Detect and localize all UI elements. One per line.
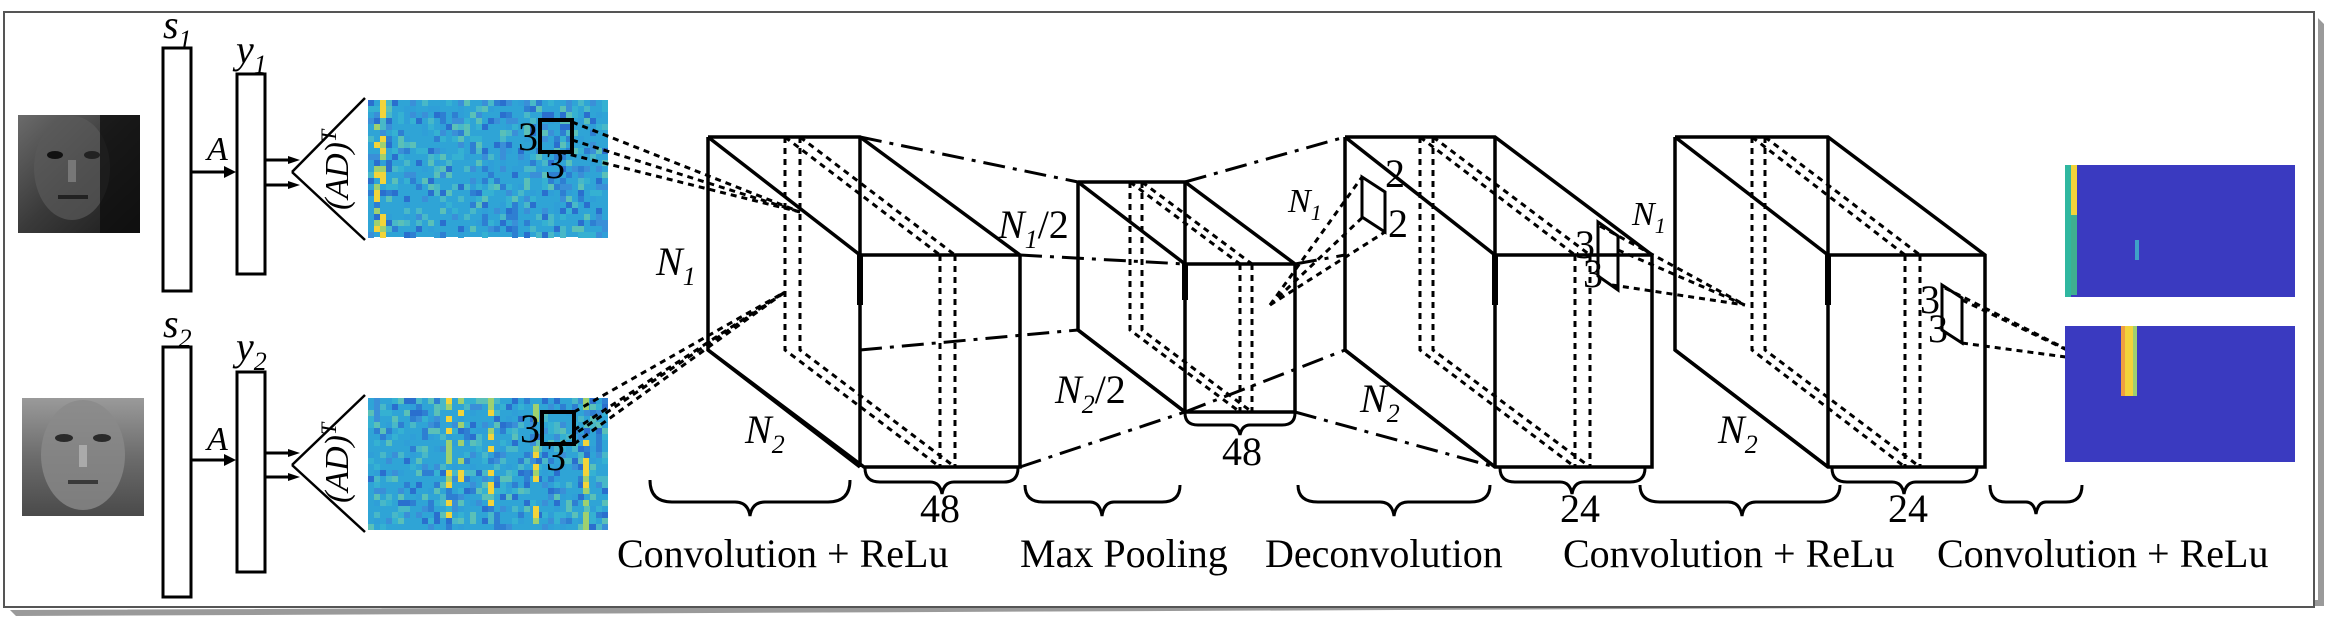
matrix-label-bottom: A	[205, 421, 228, 458]
dim-width-pool: N2/2	[1054, 367, 1126, 419]
dim-height-conv2: N1	[1631, 196, 1666, 238]
signal-label-s2: s2	[163, 301, 192, 353]
deconv-kernel-w: 2	[1388, 201, 1408, 246]
deconv-block	[1343, 135, 1654, 469]
caption-max-pooling: Max Pooling	[1020, 531, 1228, 576]
svg-text:3: 3	[520, 406, 540, 451]
svg-text:3: 3	[545, 142, 565, 187]
deconv-kernel-h: 2	[1385, 151, 1405, 196]
output-projection	[1944, 286, 2089, 362]
conv3-kernel-h: 3	[1920, 277, 1940, 322]
output-map-bottom	[2065, 326, 2295, 462]
caption-conv-relu-2: Convolution + ReLu	[1563, 531, 1894, 576]
branch-bottom: s2 A y2 (AD)T 3 3	[161, 301, 608, 599]
conv-block-2	[1596, 135, 1987, 469]
conv2-kernel-h: 3	[1575, 222, 1595, 267]
caption-conv-relu-1: Convolution + ReLu	[617, 531, 948, 576]
dim-depth-conv2: 24	[1888, 486, 1928, 531]
connection-lines	[859, 135, 1496, 469]
operator-label-top: (AD)T	[316, 128, 356, 210]
kernel-box-top	[538, 118, 574, 154]
dim-depth-pool: 48	[1222, 429, 1262, 474]
dim-height-deconv: N1	[1287, 183, 1322, 225]
conv3-kernel-w: 3	[1928, 306, 1948, 351]
measurement-bar-y1	[235, 72, 267, 276]
dim-height-pool: N1/2	[997, 202, 1069, 254]
signal-bar-s1	[161, 46, 193, 293]
deconv-kernel-projection	[1268, 176, 1386, 307]
caption-deconvolution: Deconvolution	[1265, 531, 1503, 576]
measurement-bar-y2	[235, 370, 267, 574]
signal-bar-s2	[161, 345, 193, 599]
measurement-label-y2: y2	[232, 324, 267, 376]
dim-height-block1: N1	[655, 239, 696, 291]
branch-top: s1 A y1 (AD)T 3 3	[161, 2, 608, 293]
dim-width-deconv: N2	[1359, 376, 1400, 428]
matrix-label-top: A	[205, 131, 228, 168]
frame	[3, 11, 2324, 616]
signal-label-s1: s1	[163, 2, 192, 54]
svg-text:3: 3	[546, 434, 566, 479]
dim-width-block1: N2	[744, 407, 785, 459]
output-map-top	[2065, 165, 2295, 297]
kernel-box-bottom	[540, 410, 576, 446]
dim-width-conv2: N2	[1717, 407, 1758, 459]
pool-block	[1076, 180, 1297, 414]
measurement-label-y1: y1	[232, 27, 267, 79]
dim-depth-block1: 48	[920, 486, 960, 531]
dim-depth-deconv: 24	[1560, 486, 1600, 531]
feature-heatmap-bottom	[368, 398, 608, 530]
braces	[648, 412, 2084, 517]
operator-label-bottom: (AD)T	[316, 421, 356, 503]
svg-text:3: 3	[518, 114, 538, 159]
feature-heatmap-top	[368, 100, 608, 238]
caption-conv-relu-3: Convolution + ReLu	[1937, 531, 2268, 576]
projection-lines-input	[559, 120, 801, 446]
conv2-kernel-w: 3	[1583, 251, 1603, 296]
face-image-top	[18, 115, 140, 233]
face-image-bottom	[22, 398, 144, 516]
conv2-kernel-projection	[1599, 224, 1746, 307]
